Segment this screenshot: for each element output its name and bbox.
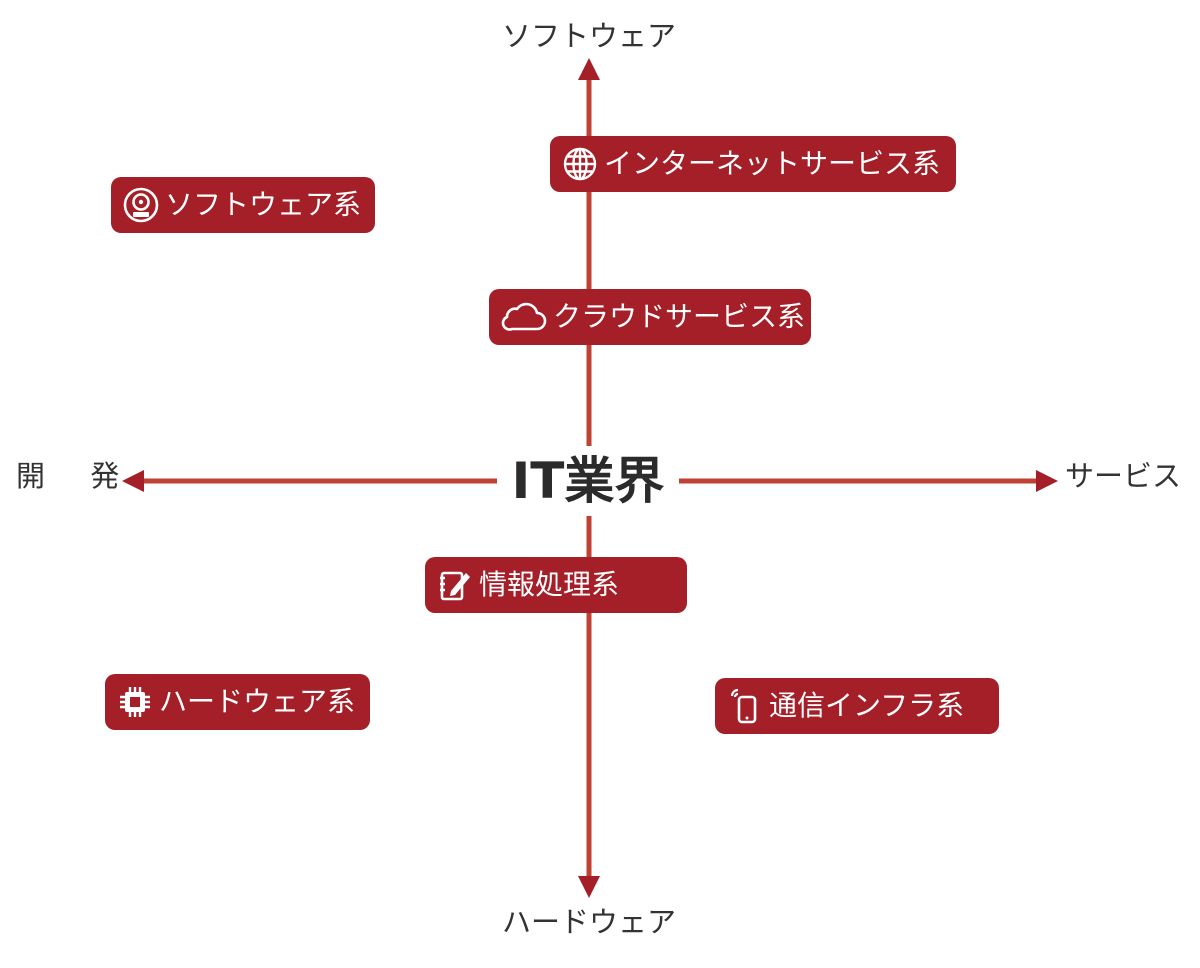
category-cloud-services: クラウドサービス系	[489, 289, 811, 345]
category-label: ソフトウェア系	[165, 188, 362, 221]
axis-label-development: 開 発	[16, 459, 138, 493]
arrow-up	[578, 58, 600, 80]
smartphone-signal-icon	[727, 688, 763, 724]
cloud-icon	[501, 299, 547, 335]
category-label: 通信インフラ系	[769, 689, 965, 722]
category-label: インターネットサービス系	[604, 147, 941, 180]
edit-notebook-icon	[437, 567, 473, 603]
category-software: ソフトウェア系	[111, 177, 375, 233]
arrow-right	[1036, 470, 1058, 492]
category-label: 情報処理系	[479, 568, 620, 601]
arrow-down	[578, 876, 600, 898]
axis-label-hardware-text: ハードウェア	[501, 905, 676, 939]
category-hardware: ハードウェア系	[105, 674, 370, 730]
axis-label-service: サービス	[1065, 459, 1182, 493]
center-title: IT業界	[497, 446, 679, 516]
axis-label-software: ソフトウェア	[0, 22, 1200, 51]
microchip-icon	[117, 684, 153, 720]
dvd-disc-icon	[123, 187, 159, 223]
category-telecom-infrastructure: 通信インフラ系	[715, 678, 999, 734]
arrow-left	[122, 470, 144, 492]
axis-label-hardware: ハードウェア	[0, 908, 1200, 937]
category-label: ハードウェア系	[159, 685, 356, 718]
globe-icon	[562, 146, 598, 182]
category-information-processing: 情報処理系	[425, 557, 687, 613]
axis-label-software-text: ソフトウェア	[501, 19, 676, 53]
category-internet-services: インターネットサービス系	[550, 136, 956, 192]
category-label: クラウドサービス系	[553, 300, 806, 333]
